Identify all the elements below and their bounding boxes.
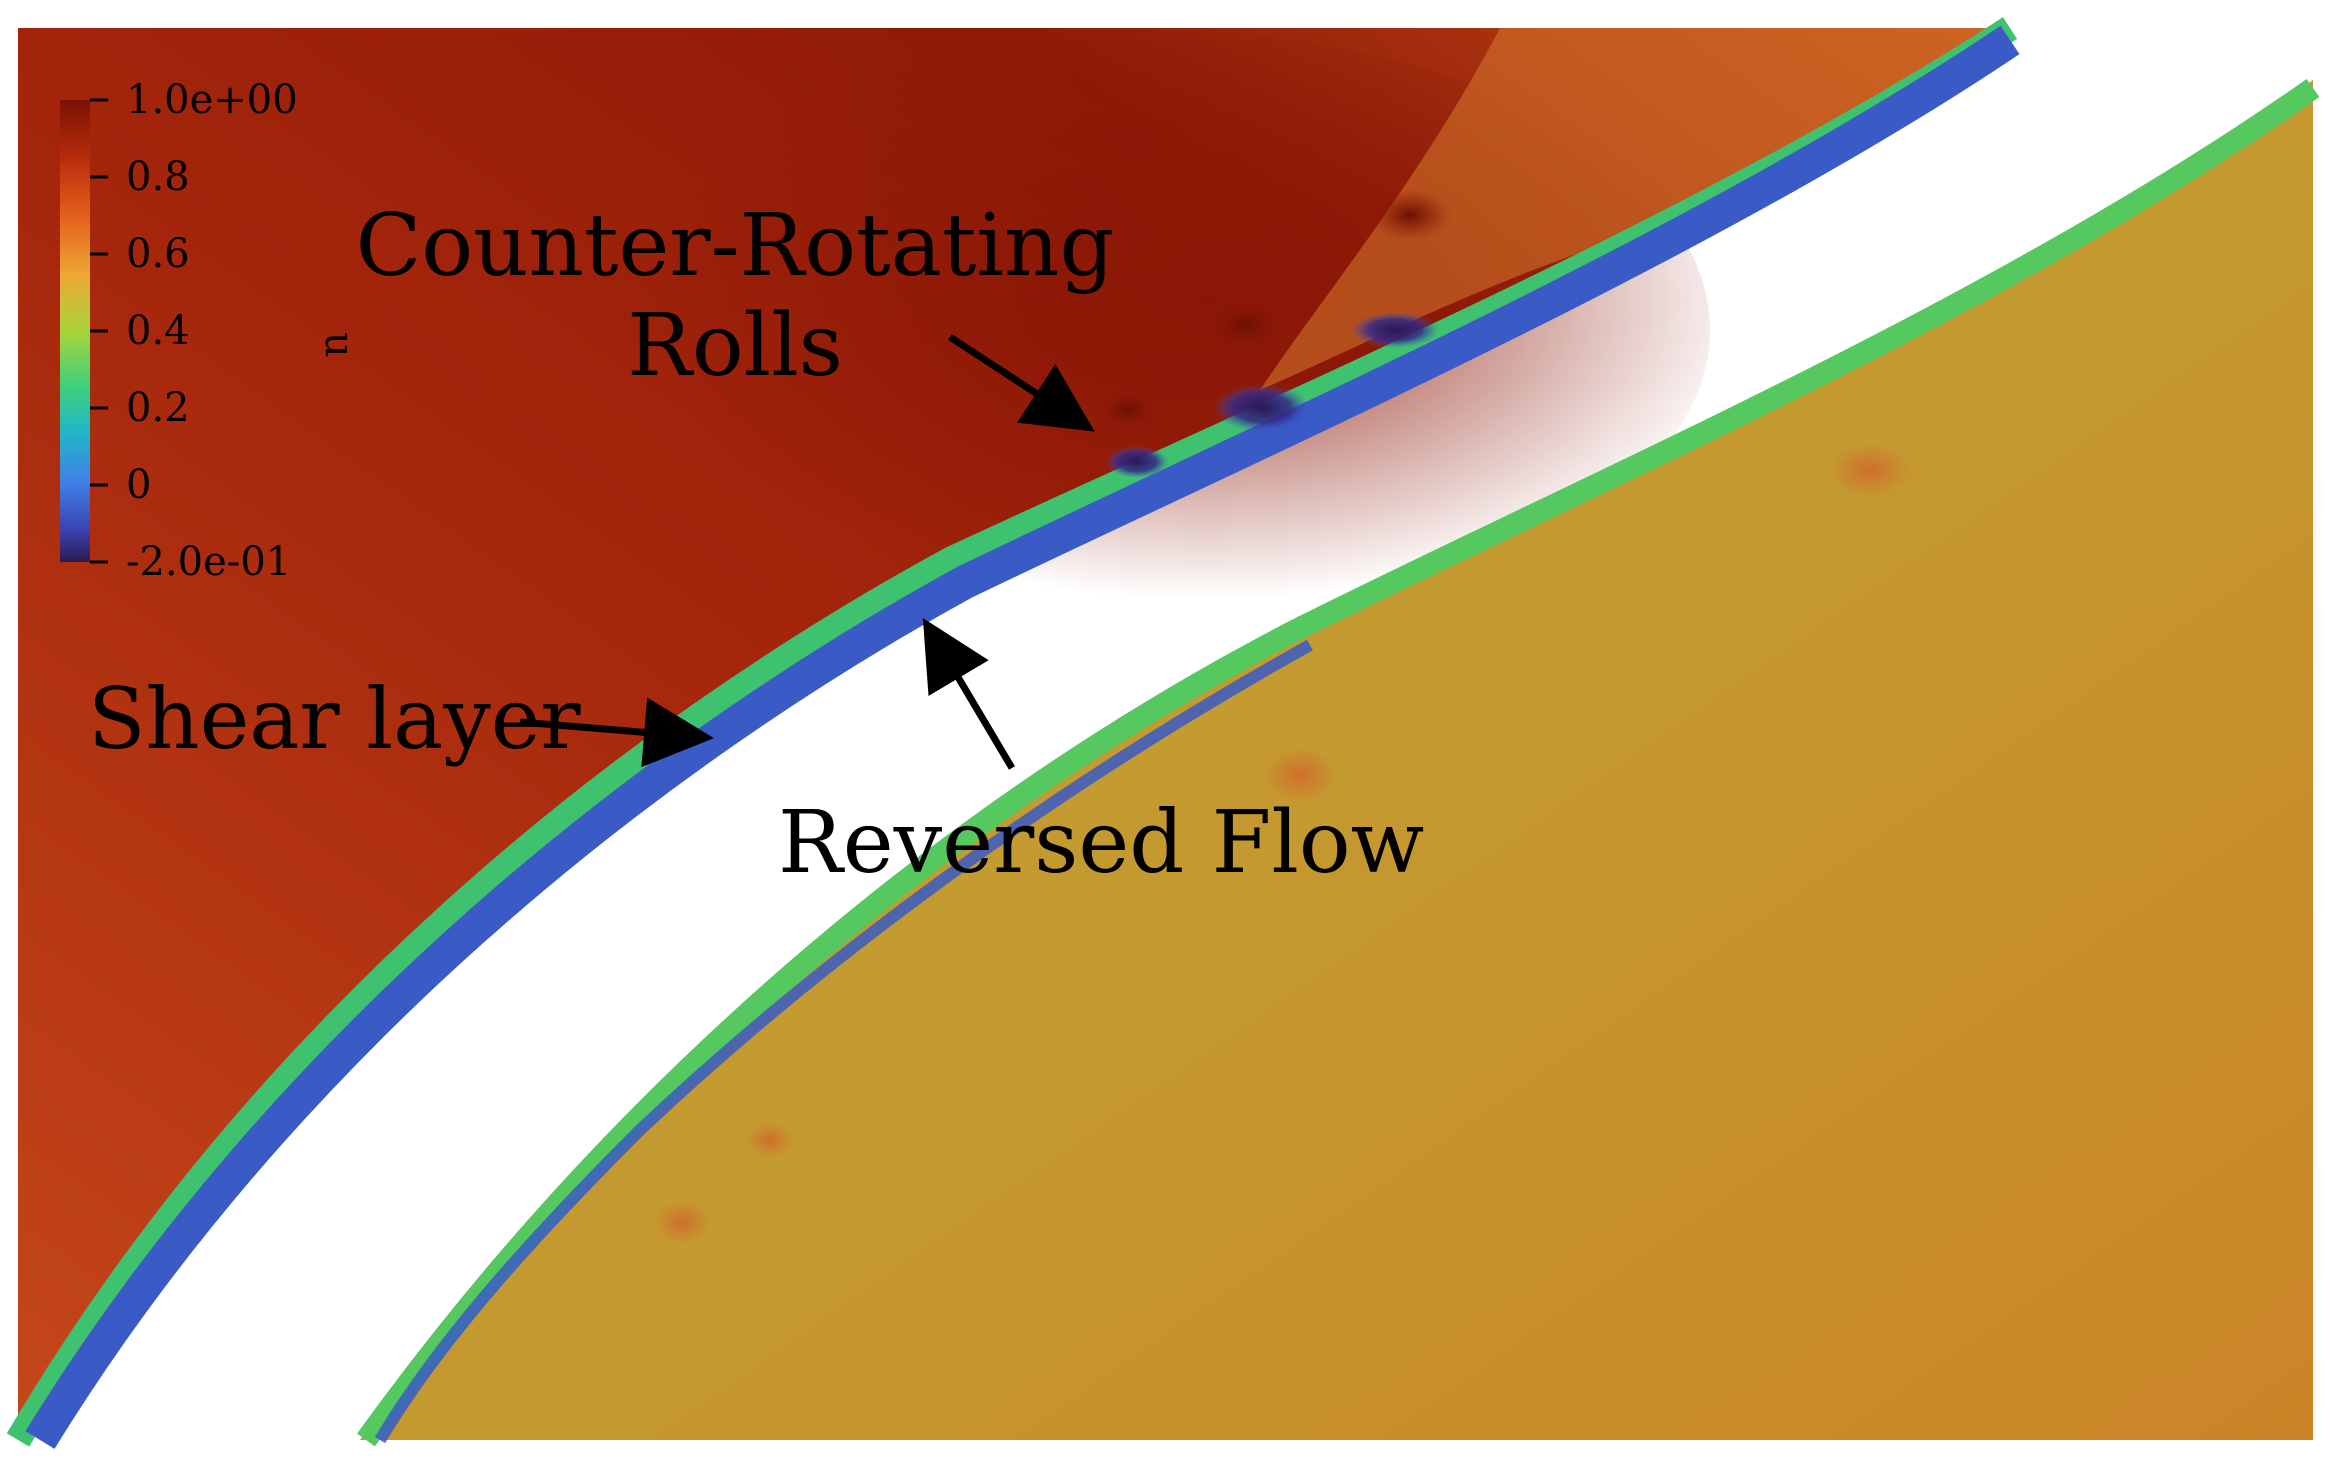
colorbar-tick-label: 0.6	[126, 231, 190, 277]
inner-boundary-green	[357, 78, 2320, 1447]
inner-flow-region	[360, 80, 2313, 1440]
colorbar-tick-label: 0.8	[126, 154, 190, 200]
colorbar-ticks	[90, 98, 108, 564]
turbulent-wake	[1260, 28, 2010, 390]
dark-roll-2	[1205, 299, 1285, 351]
colorbar: 1.0e+00 0.8 0.6 0.4 0.2 0 -2.0e-01 u	[60, 77, 362, 585]
dark-roll-3	[1368, 189, 1452, 241]
annotation-rolls: Rolls	[627, 296, 843, 396]
colorbar-variable-label: u	[316, 332, 362, 358]
vortex-roll-3	[1351, 312, 1439, 348]
dark-roll-1	[1094, 388, 1162, 432]
arrow-reversed-flow	[922, 617, 1016, 770]
colorbar-tick-label: 0	[126, 462, 151, 508]
inner-spot-1	[1264, 747, 1336, 803]
colorbar-gradient	[60, 100, 90, 562]
arrow-shear-layer	[519, 697, 714, 768]
annotation-counter-rotating: Counter-Rotating	[356, 196, 1115, 296]
inner-spot-2	[654, 1200, 710, 1244]
colorbar-tick-label: 0.4	[126, 308, 190, 354]
outer-flow-region	[18, 28, 2010, 1440]
arrow-counter-rotating	[948, 334, 1095, 432]
colorbar-tick-label: -2.0e-01	[126, 539, 291, 585]
colorbar-tick-label: 0.2	[126, 385, 190, 431]
vortex-roll-2	[1214, 384, 1310, 432]
inner-spot-4	[1830, 444, 1910, 496]
annotation-shear-layer: Shear layer	[88, 670, 581, 768]
inner-spot-3	[746, 1122, 794, 1158]
colorbar-tick-label: 1.0e+00	[126, 77, 298, 123]
inner-boundary-blue	[374, 639, 1313, 1444]
reversed-flow-band	[25, 25, 2020, 1449]
vortex-roll-1	[1105, 446, 1169, 478]
annotation-reversed-flow: Reversed Flow	[778, 793, 1424, 893]
